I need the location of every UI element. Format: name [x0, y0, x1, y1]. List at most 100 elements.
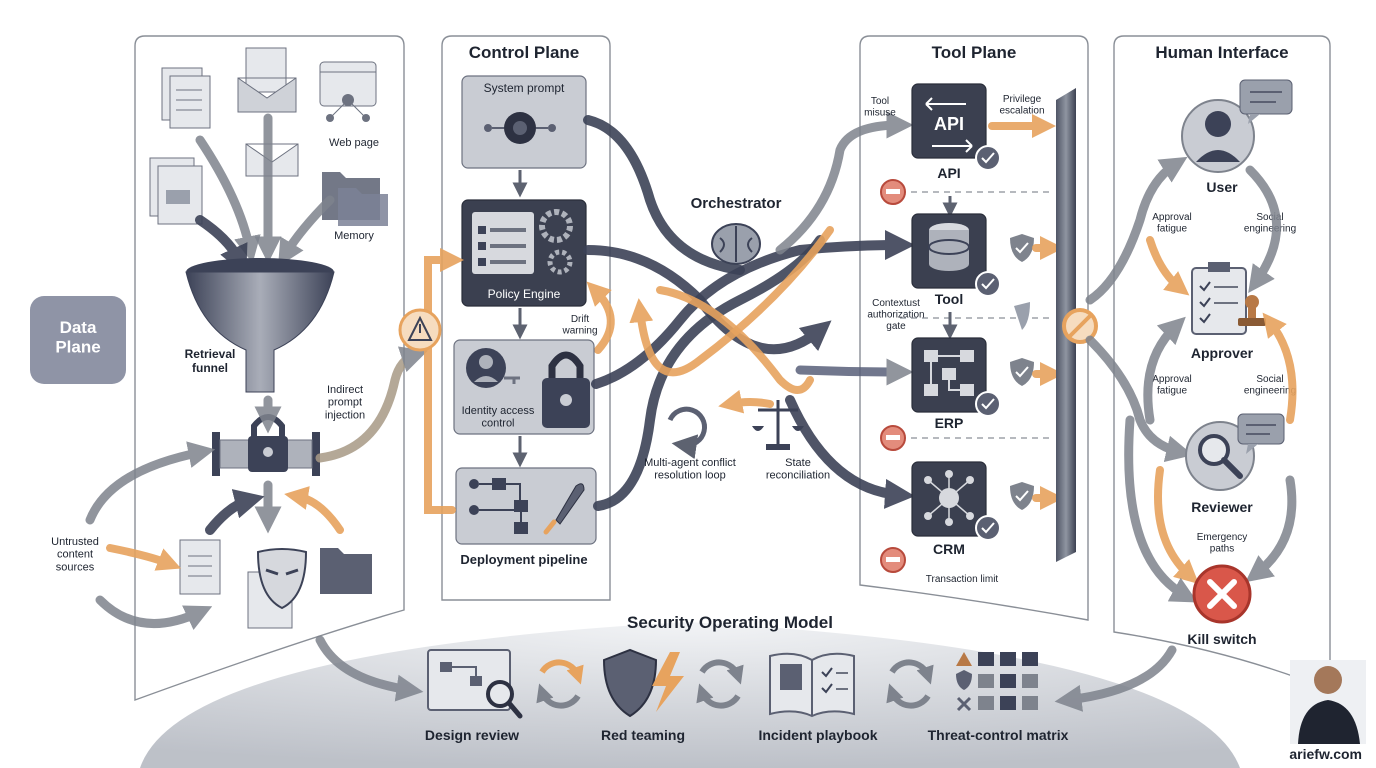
crm-hub-icon	[924, 470, 974, 526]
security-model-title: Security Operating Model	[627, 613, 833, 632]
block-icon-3	[880, 547, 906, 573]
tool-plane-title: Tool Plane	[932, 43, 1017, 62]
block-icon-1	[880, 179, 906, 205]
approver-label: Approver	[1191, 345, 1254, 361]
document-files-icon	[149, 157, 203, 225]
block-icon-2	[880, 425, 906, 451]
mask-icon	[247, 548, 308, 629]
padlock-icon	[542, 351, 590, 428]
brain-icon	[711, 223, 761, 265]
user-avatar-icon	[1181, 99, 1255, 173]
crm-label: CRM	[933, 541, 965, 557]
human-interface-title: Human Interface	[1155, 43, 1288, 62]
untrusted-document-icon	[179, 539, 221, 595]
cycle-icon-1	[536, 659, 584, 709]
untrusted-folder-icon	[320, 548, 372, 594]
design-review-label: Design review	[425, 727, 519, 743]
human-interface-panel	[1113, 35, 1331, 692]
erp-network-icon	[924, 350, 974, 396]
transaction-limit-label: Transaction limit	[926, 574, 999, 585]
warning-icon	[398, 308, 442, 352]
control-plane-title: Control Plane	[469, 43, 580, 62]
shield-lightning-icon	[602, 648, 684, 718]
policy-screen-icon	[472, 212, 534, 274]
memory-folder-icon	[322, 172, 388, 226]
flowchart-icon	[469, 478, 528, 534]
tool-label: Tool	[935, 291, 964, 307]
incident-playbook-label: Incident playbook	[758, 727, 877, 743]
system-prompt-node-icon	[484, 112, 556, 144]
user-key-icon	[466, 348, 520, 388]
gate-shield-icon	[1014, 302, 1030, 330]
user-chat-bubble-icon	[1239, 79, 1293, 124]
erp-badge-icon	[975, 391, 1001, 417]
api-arrows-icon	[925, 97, 973, 153]
threat-matrix-icon	[956, 652, 1038, 712]
threat-control-matrix-label: Threat-control matrix	[928, 727, 1069, 743]
playbook-icon	[769, 652, 855, 718]
gear-icon	[539, 209, 573, 275]
api-icon-text: API	[934, 114, 964, 134]
web-page-label: Web page	[329, 137, 379, 149]
red-teaming-label: Red teaming	[601, 727, 685, 743]
erp-label: ERP	[935, 415, 964, 431]
prohibited-icon	[1062, 308, 1098, 344]
pipe-lock-icon	[212, 414, 320, 476]
scales-icon	[752, 400, 804, 450]
tool-badge-icon	[975, 271, 1001, 297]
author-avatar	[1290, 660, 1366, 744]
kill-switch-icon	[1192, 564, 1252, 624]
reviewer-label: Reviewer	[1191, 499, 1253, 515]
policy-engine-label: Policy Engine	[488, 287, 561, 301]
design-review-icon	[427, 649, 523, 719]
cycle-icon-3	[886, 659, 934, 709]
tool-shield-icon	[1010, 234, 1034, 262]
deployment-pipeline-label: Deployment pipeline	[460, 552, 587, 567]
email-document-icon	[237, 47, 297, 113]
memory-label: Memory	[334, 230, 374, 242]
cycle-icon-2	[696, 659, 744, 709]
kill-switch-label: Kill switch	[1187, 631, 1256, 647]
rocket-icon	[543, 483, 585, 535]
orchestrator-title: Orchestrator	[691, 195, 782, 212]
erp-shield-icon	[1010, 358, 1034, 386]
database-icon	[928, 223, 970, 271]
reviewer-magnifier-icon	[1185, 421, 1255, 491]
system-prompt-label: System prompt	[484, 81, 565, 95]
stamp-icon	[1238, 295, 1266, 326]
api-label: API	[937, 165, 960, 181]
tool-plane-panel	[859, 35, 1089, 621]
data-plane-badge	[30, 296, 126, 384]
data-plane-panel	[134, 35, 405, 701]
web-page-icon	[319, 61, 377, 122]
api-card	[911, 83, 987, 159]
crm-shield-icon	[1010, 482, 1034, 510]
document-stack-icon	[161, 67, 211, 129]
reviewer-chat-bubble-icon	[1237, 413, 1285, 454]
clipboard-icon	[1191, 262, 1247, 335]
user-label: User	[1206, 179, 1238, 195]
cycle-loop-icon	[667, 406, 707, 460]
crm-badge-icon	[975, 515, 1001, 541]
site-credit: ariefw.com	[1289, 746, 1362, 762]
control-plane-panel	[441, 35, 611, 601]
retrieval-funnel-icon	[185, 258, 335, 393]
api-badge-icon	[975, 145, 1001, 171]
